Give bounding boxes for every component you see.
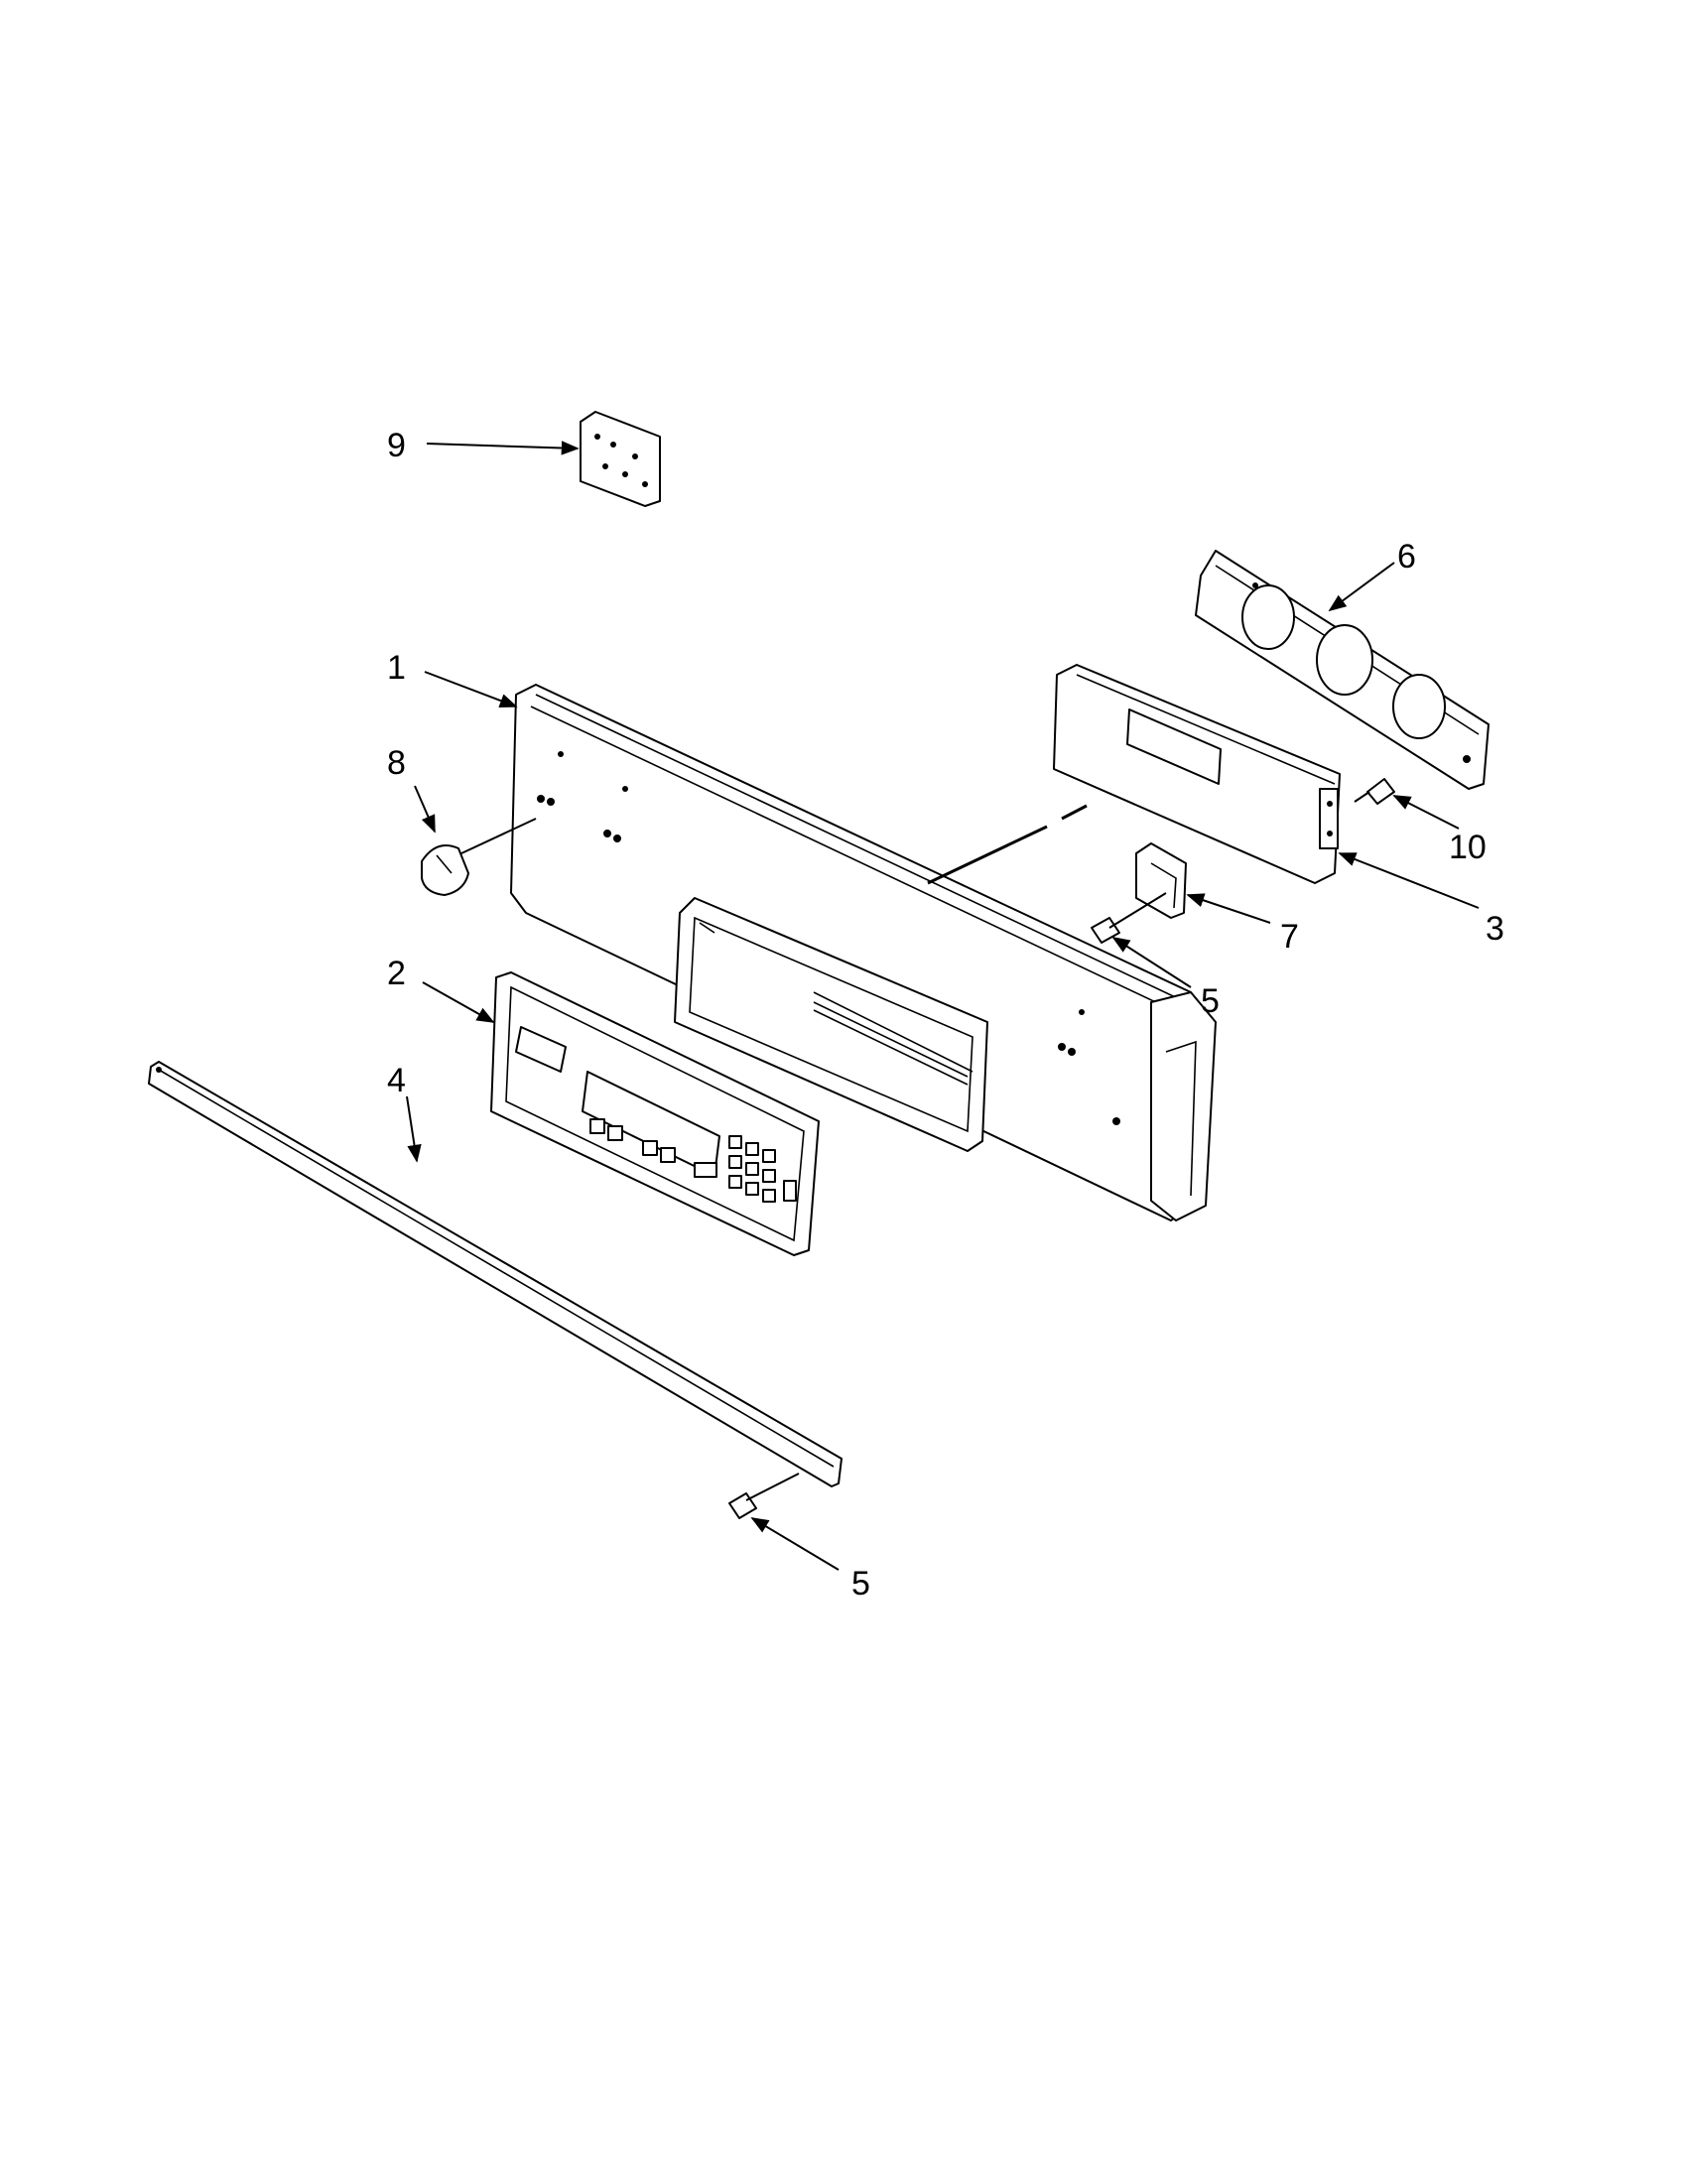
callout-9: 9: [387, 427, 406, 464]
callout-10: 10: [1449, 829, 1487, 866]
control-panel-part-1: [510, 684, 1217, 1221]
control-housing-part-3: [1053, 664, 1341, 884]
callout-1: 1: [387, 649, 406, 687]
callout-4: 4: [387, 1062, 406, 1099]
callout-8: 8: [387, 744, 406, 782]
callout-5-lower: 5: [851, 1565, 870, 1603]
screw-part-5-upper: [1091, 892, 1167, 944]
trim-strip-part-4: [148, 1061, 843, 1487]
callout-3: 3: [1486, 910, 1504, 948]
leader-lines: [406, 441, 1480, 1571]
callout-7: 7: [1280, 918, 1299, 956]
circuit-board-part-9: [580, 411, 661, 507]
alignment-line: [927, 804, 1088, 885]
mounting-bracket-part-6: [1195, 550, 1490, 790]
knob-part-8: [421, 818, 537, 896]
callout-6: 6: [1397, 538, 1416, 576]
callout-2: 2: [387, 955, 406, 992]
small-bracket-part-7: [1135, 842, 1187, 919]
callout-5-upper: 5: [1201, 982, 1220, 1020]
screw-part-10: [1354, 778, 1395, 805]
keypad-grid: [728, 1135, 797, 1203]
screw-part-5-lower: [728, 1473, 800, 1519]
callout-labels: 9 1 8 2 4 6 10 3 7 5 5: [387, 427, 1504, 1603]
touchpad-overlay-part-2: [490, 971, 820, 1256]
panel-slots: [813, 1001, 969, 1086]
